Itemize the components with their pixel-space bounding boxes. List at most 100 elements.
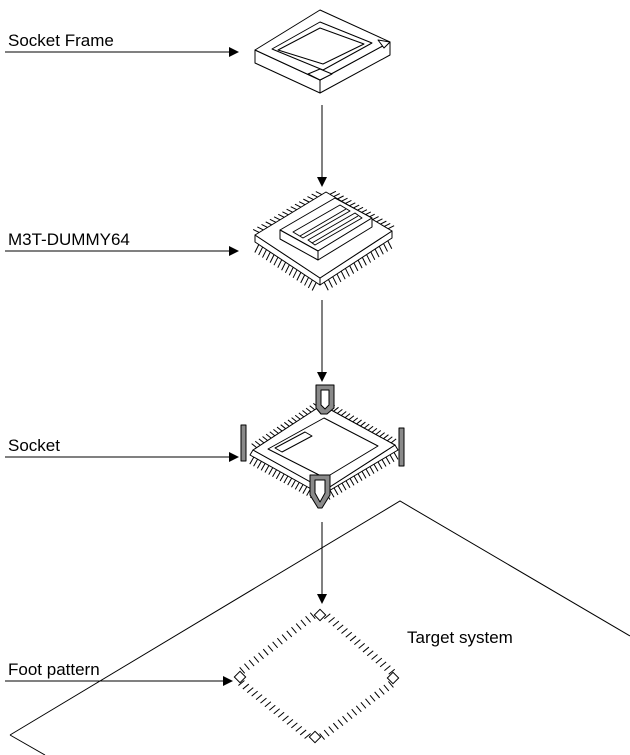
pin-line [291, 722, 298, 729]
pin-line [296, 272, 302, 281]
pin-line [298, 412, 305, 418]
pin-line [353, 475, 359, 484]
pin-line [276, 637, 283, 645]
pin-line [292, 269, 298, 279]
label-foot-pattern: Foot pattern [5, 660, 233, 686]
pin-line [356, 419, 362, 425]
pin-line [346, 712, 353, 720]
pin-line [251, 443, 257, 449]
pin-line [381, 459, 387, 467]
socket-part [240, 384, 405, 509]
socket-frame-label: Socket Frame [8, 31, 114, 50]
pin-line [355, 705, 362, 713]
pin-line [295, 726, 303, 732]
pin-line [255, 694, 263, 701]
pin-line [300, 274, 306, 284]
pin-line [366, 650, 374, 657]
pin-line [389, 454, 395, 462]
pin-line [300, 619, 307, 627]
pin-line [309, 405, 316, 411]
pin-line [336, 624, 344, 631]
pin-line [262, 249, 267, 258]
pin-line [340, 411, 347, 416]
pin-line [323, 729, 330, 737]
pin-line [307, 279, 313, 289]
pin-line [304, 277, 309, 286]
pin-line [303, 198, 310, 203]
pin-line [328, 617, 335, 623]
pin-line [302, 486, 308, 494]
pin-line [323, 613, 331, 620]
pin-line [278, 213, 285, 218]
pin-line [373, 463, 379, 472]
pin-line [246, 687, 254, 693]
pin-line [269, 218, 277, 223]
pin-line [383, 434, 389, 440]
pin-line [265, 251, 271, 261]
pin-line [353, 262, 359, 272]
pin-line [277, 259, 283, 268]
pin-line [374, 248, 380, 258]
pin-line [332, 620, 340, 627]
pin-line [305, 615, 311, 623]
pin-line [340, 270, 346, 280]
pin-line [273, 216, 281, 221]
pin-line [265, 221, 272, 226]
foot-pattern-part [233, 608, 400, 744]
pin-line [375, 430, 382, 435]
pin-line [261, 223, 268, 228]
pin-line [383, 684, 390, 692]
pin-line [311, 282, 317, 291]
pin-line [390, 438, 397, 444]
pin-line [315, 191, 323, 195]
pin-line [268, 467, 274, 475]
pin-line [385, 456, 391, 465]
pin-line [361, 257, 367, 266]
pin-line [388, 668, 396, 675]
pin-line [277, 711, 285, 718]
pin-line [294, 414, 301, 420]
pin-line [384, 222, 391, 227]
target-system-board [9, 500, 630, 755]
pin-line [380, 220, 387, 225]
label-socket: Socket [5, 436, 239, 462]
pin-line [357, 473, 363, 481]
pin-line [378, 688, 385, 695]
pin-line [370, 251, 376, 261]
pin-line [294, 203, 302, 208]
pin-line [273, 708, 281, 715]
pin-line [329, 490, 335, 498]
pin-line [290, 206, 297, 211]
pin-line [244, 663, 250, 671]
pin-line [319, 733, 325, 740]
pin-line [298, 484, 304, 492]
pin-line [337, 485, 343, 493]
pin-line [378, 246, 384, 255]
pin-line [379, 432, 385, 437]
pin-line [323, 282, 329, 291]
pin-line [304, 733, 311, 739]
pin-line [333, 193, 340, 198]
pin-line [361, 471, 367, 479]
pin-line [344, 413, 351, 419]
pin-line [294, 482, 300, 490]
pin-line [239, 667, 246, 674]
pin-line [264, 465, 270, 473]
pin-line [383, 243, 388, 252]
pin-line [283, 475, 289, 484]
pin-line [273, 429, 279, 434]
pin-line [302, 410, 308, 415]
pin-line [248, 659, 255, 667]
pin-line [356, 206, 364, 211]
pin-line [377, 461, 383, 470]
pin-line [393, 452, 399, 460]
pin-line [362, 646, 370, 653]
label-dummy: M3T-DUMMY64 [5, 230, 239, 256]
pin-line [287, 477, 293, 486]
pin-line [288, 267, 294, 276]
pin-line [295, 623, 302, 630]
pin-line [253, 656, 260, 663]
pin-line [258, 652, 264, 660]
pin-line [291, 626, 297, 634]
